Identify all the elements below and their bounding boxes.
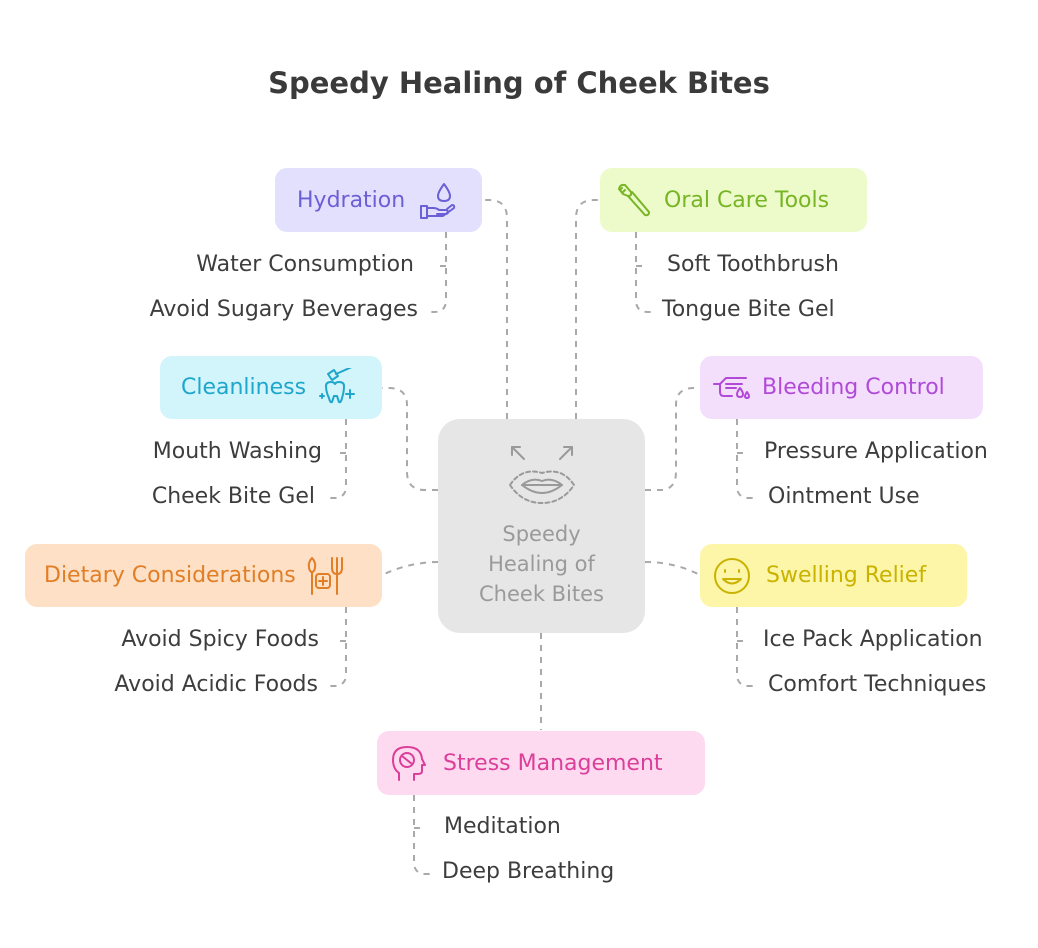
center-label: Speedy Healing of Cheek Bites <box>479 522 604 606</box>
leaf-meditation: Meditation <box>444 814 561 839</box>
leaf-ointment-use: Ointment Use <box>768 484 920 509</box>
mouth-icon <box>509 446 575 504</box>
leaf-pressure-application: Pressure Application <box>764 439 988 464</box>
branch-bleeding-control: Bleeding Control <box>700 356 983 419</box>
branch-dietary-considerations: Dietary Considerations <box>25 544 382 607</box>
branch-label-cleanliness: Cleanliness <box>181 375 307 400</box>
branch-swelling-relief: Swelling Relief <box>700 544 967 607</box>
leaf-mouth-washing: Mouth Washing <box>152 439 322 464</box>
hand-drops-icon <box>713 376 750 399</box>
branch-label-stress-management: Stress Management <box>443 750 663 776</box>
diagram-title: Speedy Healing of Cheek Bites <box>268 66 770 100</box>
leaf-deep-breathing: Deep Breathing <box>442 859 615 884</box>
branch-label-swelling-relief: Swelling Relief <box>766 563 927 588</box>
leaf-cheek-bite-gel: Cheek Bite Gel <box>151 484 315 509</box>
branch-label-hydration: Hydration <box>297 187 406 213</box>
leaf-soft-toothbrush: Soft Toothbrush <box>667 252 839 277</box>
leaf-comfort-techniques: Comfort Techniques <box>768 672 987 697</box>
branch-oral-care-tools: Oral Care Tools <box>600 168 867 232</box>
leaf-tongue-bite-gel: Tongue Bite Gel <box>662 297 835 322</box>
tooth-brush-sparkle-icon <box>319 367 356 403</box>
smiley-face-icon <box>714 557 750 594</box>
leaf-water-consumption: Water Consumption <box>196 252 414 277</box>
branch-stress-management: Stress Management <box>377 731 705 795</box>
branch-hydration: Hydration <box>275 168 482 232</box>
leaf-avoid-spicy-foods: Avoid Spicy Foods <box>121 627 319 652</box>
utensils-health-icon <box>307 556 343 595</box>
center-node: Speedy Healing of Cheek Bites <box>438 419 645 633</box>
branch-label-dietary-considerations: Dietary Considerations <box>44 563 296 588</box>
head-mind-icon <box>392 746 426 781</box>
leaf-avoid-sugary-beverages: Avoid Sugary Beverages <box>149 297 418 322</box>
toothbrush-icon <box>618 183 650 217</box>
branch-label-bleeding-control: Bleeding Control <box>762 375 945 400</box>
water-hand-icon <box>420 183 456 219</box>
branch-cleanliness: Cleanliness <box>160 356 382 419</box>
leaf-avoid-acidic-foods: Avoid Acidic Foods <box>114 672 318 697</box>
branch-label-oral-care-tools: Oral Care Tools <box>664 187 830 213</box>
leaf-ice-pack-application: Ice Pack Application <box>763 627 983 652</box>
